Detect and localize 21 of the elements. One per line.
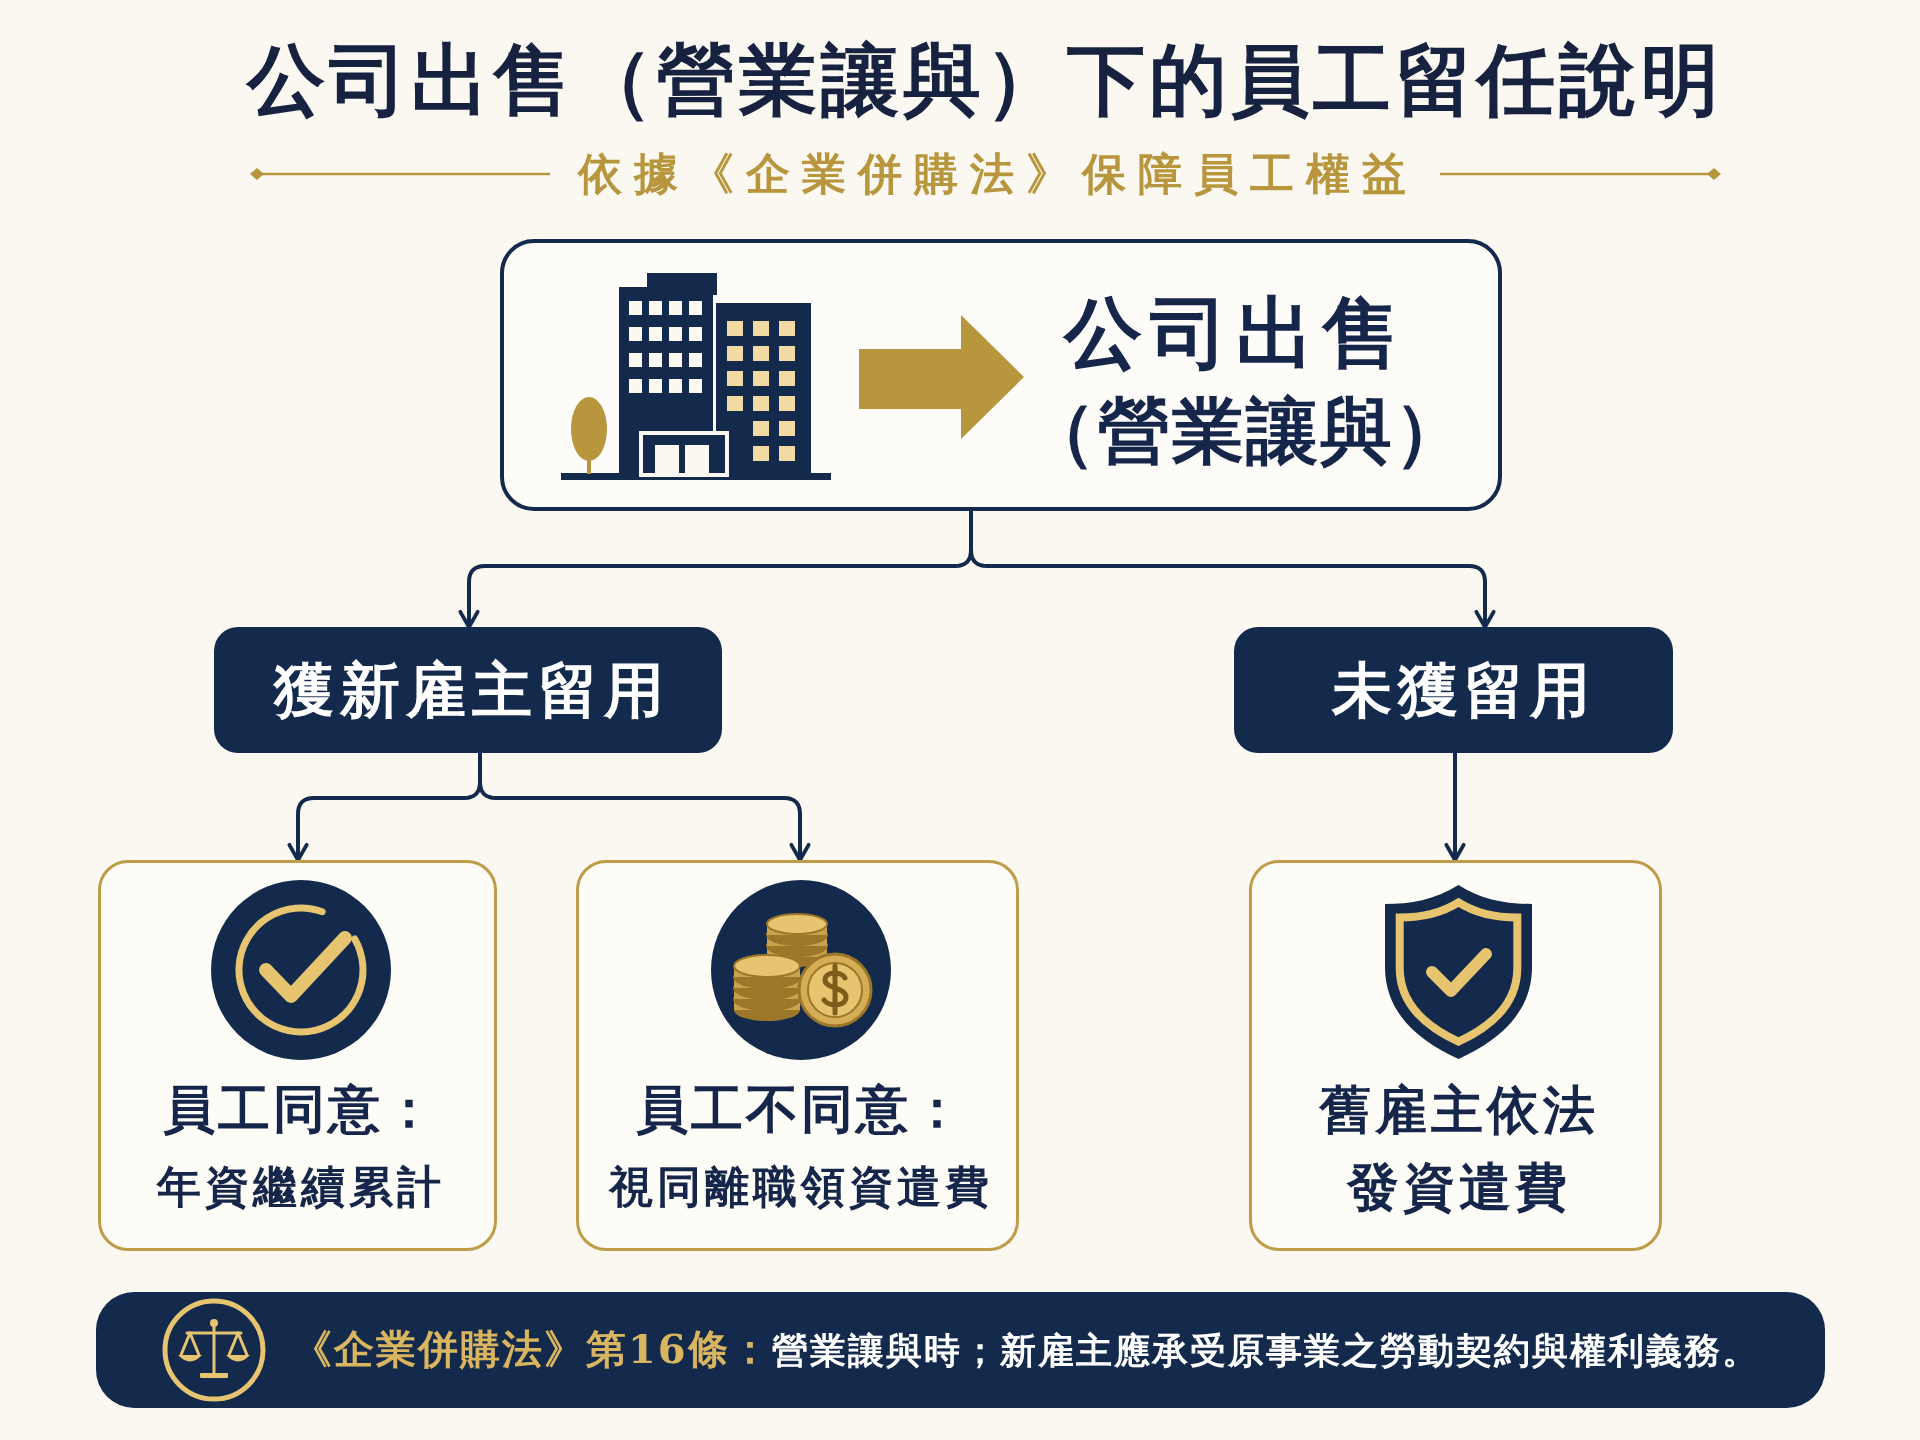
legal-note: 《企業併購法》第16條：營業讓與時；新雇主應承受原事業之勞動契約與權利義務。	[292, 1324, 1760, 1374]
box-subheading: （營業讓與）	[1024, 387, 1468, 475]
page-title: 公司出售（營業讓與）下的員工留任說明	[247, 33, 1723, 127]
outcome-card	[1249, 860, 1662, 1251]
law-banner	[96, 1292, 1825, 1408]
arrow	[1444, 753, 1466, 862]
branch-label: 未獲留用	[1332, 655, 1596, 725]
card-heading: 員工同意：	[163, 1077, 438, 1141]
outcome-card	[98, 860, 497, 1251]
box-heading: 公司出售	[1064, 287, 1408, 379]
card-heading: 員工不同意：	[635, 1077, 966, 1141]
outcome-card	[576, 860, 1019, 1251]
card-heading: 舊雇主依法發資遣費	[1317, 1078, 1600, 1219]
subtitle: 依據《企業併購法》保障員工權益	[578, 147, 1418, 201]
branch-box	[1234, 627, 1673, 753]
process-box	[500, 239, 1502, 511]
branch-box	[214, 627, 722, 753]
branch-label: 獲新雇主留用	[274, 655, 670, 725]
card-text: 年資繼續累計	[156, 1160, 445, 1214]
arrow	[478, 753, 811, 862]
card-text: 視同離職領資遣費	[608, 1160, 993, 1214]
